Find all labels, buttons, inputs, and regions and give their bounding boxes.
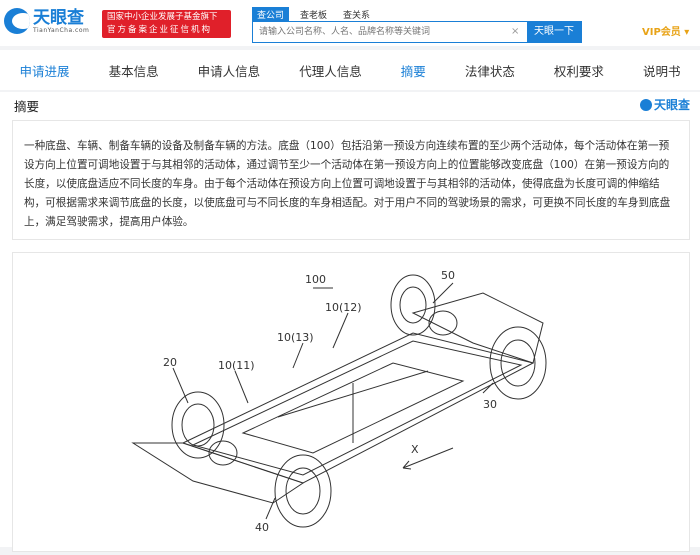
- label-10-11: 10(11): [218, 359, 255, 372]
- tab-claims[interactable]: 权利要求: [553, 63, 604, 79]
- logo-icon: [4, 8, 30, 34]
- badge-line1: 国家中小企业发展子基金旗下: [107, 12, 218, 22]
- tab-abstract[interactable]: 摘要: [400, 63, 426, 79]
- tab-progress[interactable]: 申请进展: [19, 63, 70, 79]
- label-x-direction: X: [411, 443, 419, 456]
- label-100: 100: [305, 273, 326, 286]
- label-40: 40: [255, 521, 269, 534]
- abstract-text: 一种底盘、车辆、制备车辆的设备及制备车辆的方法。底盘（100）包括沿第一预设方向…: [12, 120, 690, 240]
- logo-text: 天眼查: [33, 7, 84, 28]
- watermark-text: 天眼查: [653, 98, 690, 112]
- wheel-front-left: [171, 391, 225, 459]
- search-bar: × 天眼一下: [252, 21, 582, 43]
- vip-menu[interactable]: VIP会员 ▾: [642, 27, 690, 38]
- tab-basic-info[interactable]: 基本信息: [108, 63, 159, 79]
- label-10-13: 10(13): [277, 331, 314, 344]
- abstract-section: 摘要 天眼查 一种底盘、车辆、制备车辆的设备及制备车辆的方法。底盘（100）包括…: [0, 92, 700, 552]
- label-20: 20: [163, 356, 177, 369]
- label-30: 30: [483, 398, 497, 411]
- tab-legal-status[interactable]: 法律状态: [464, 63, 515, 79]
- watermark-logo: 天眼查: [639, 96, 690, 113]
- search-input[interactable]: [253, 22, 511, 42]
- search-button[interactable]: 天眼一下: [527, 22, 581, 42]
- patent-figure: 100 50 10(12) 10(13) 10(11) 20 30 40 X: [12, 252, 690, 552]
- clear-icon[interactable]: ×: [511, 26, 520, 37]
- tab-description[interactable]: 说明书: [642, 63, 681, 79]
- wheel-rear-left: [390, 274, 436, 336]
- search-tab-relation[interactable]: 查关系: [343, 11, 371, 21]
- wheel-rear-right: [489, 326, 547, 400]
- search-tab-company[interactable]: 查公司: [252, 7, 290, 22]
- section-title: 摘要: [14, 99, 40, 114]
- wheel-front-right: [274, 454, 332, 528]
- chassis-drawing: 100 50 10(12) 10(13) 10(11) 20 30 40 X: [131, 269, 547, 534]
- logo-icon: [639, 98, 652, 111]
- logo-subtext: TianYanCha.com: [33, 26, 90, 34]
- tab-agent[interactable]: 代理人信息: [299, 63, 362, 79]
- official-badge: 国家中小企业发展子基金旗下官方备案企业征信机构: [102, 10, 231, 38]
- label-10-12: 10(12): [325, 301, 362, 314]
- search-tab-boss[interactable]: 查老板: [300, 11, 328, 21]
- patent-nav: 申请进展 基本信息 申请人信息 代理人信息 摘要 法律状态 权利要求 说明书: [0, 50, 700, 90]
- label-50: 50: [441, 269, 455, 282]
- tab-applicant[interactable]: 申请人信息: [197, 63, 261, 79]
- badge-line2: 官方备案企业征信机构: [107, 25, 213, 35]
